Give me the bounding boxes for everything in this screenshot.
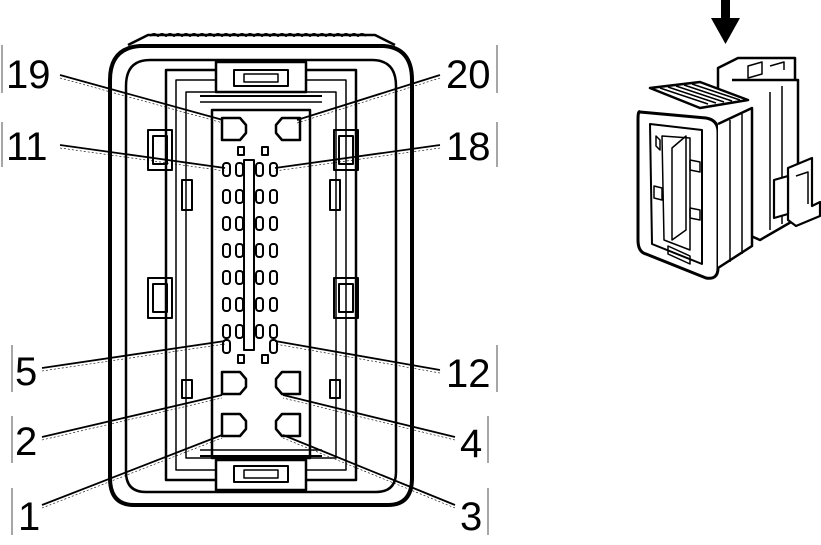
pin-label-4: 4 — [460, 416, 489, 466]
pin-label-4-text: 4 — [460, 422, 482, 466]
large-terminals — [220, 116, 302, 438]
pin-label-2: 2 — [11, 416, 37, 464]
pin-label-19-text: 19 — [6, 53, 51, 97]
pin-label-18-text: 18 — [446, 125, 491, 169]
cavity-detail — [653, 135, 701, 265]
top-latch — [127, 33, 396, 47]
small-pins — [222, 146, 278, 364]
pin-cavity-block — [210, 108, 312, 460]
connector-isometric-view — [636, 56, 821, 280]
inner-housing — [124, 58, 398, 494]
outer-housing — [108, 44, 414, 507]
pin-label-19: 19 — [1, 45, 51, 97]
front-frame — [636, 110, 720, 280]
pin-label-20-text: 20 — [446, 53, 491, 97]
pin-label-2-text: 2 — [15, 420, 37, 464]
pin-label-3: 3 — [460, 488, 489, 539]
pin-label-18: 18 — [446, 122, 498, 169]
pin-label-11: 11 — [1, 122, 48, 169]
front-frame-inner — [649, 123, 703, 265]
down-arrow-icon — [711, 0, 740, 44]
pin-label-12: 12 — [446, 345, 498, 396]
pin-label-5: 5 — [11, 345, 37, 394]
pin-label-3-text: 3 — [460, 495, 482, 539]
center-rib — [243, 159, 255, 351]
pin-label-1-text: 1 — [18, 495, 40, 539]
side-clips — [147, 129, 359, 399]
top-key — [214, 60, 308, 94]
pin-label-1: 1 — [11, 488, 40, 539]
leader-lines — [41, 74, 456, 509]
pin-label-11-text: 11 — [6, 125, 48, 169]
pin-labels: 19 20 11 18 5 12 2 4 — [1, 45, 498, 539]
pin-label-20: 20 — [446, 45, 498, 97]
pin-label-5-text: 5 — [15, 350, 37, 394]
connector-front-view — [108, 33, 414, 507]
rear-latch — [772, 156, 821, 228]
pin-label-12-text: 12 — [446, 352, 491, 396]
bottom-key — [214, 458, 308, 492]
top-ribs — [648, 80, 750, 110]
